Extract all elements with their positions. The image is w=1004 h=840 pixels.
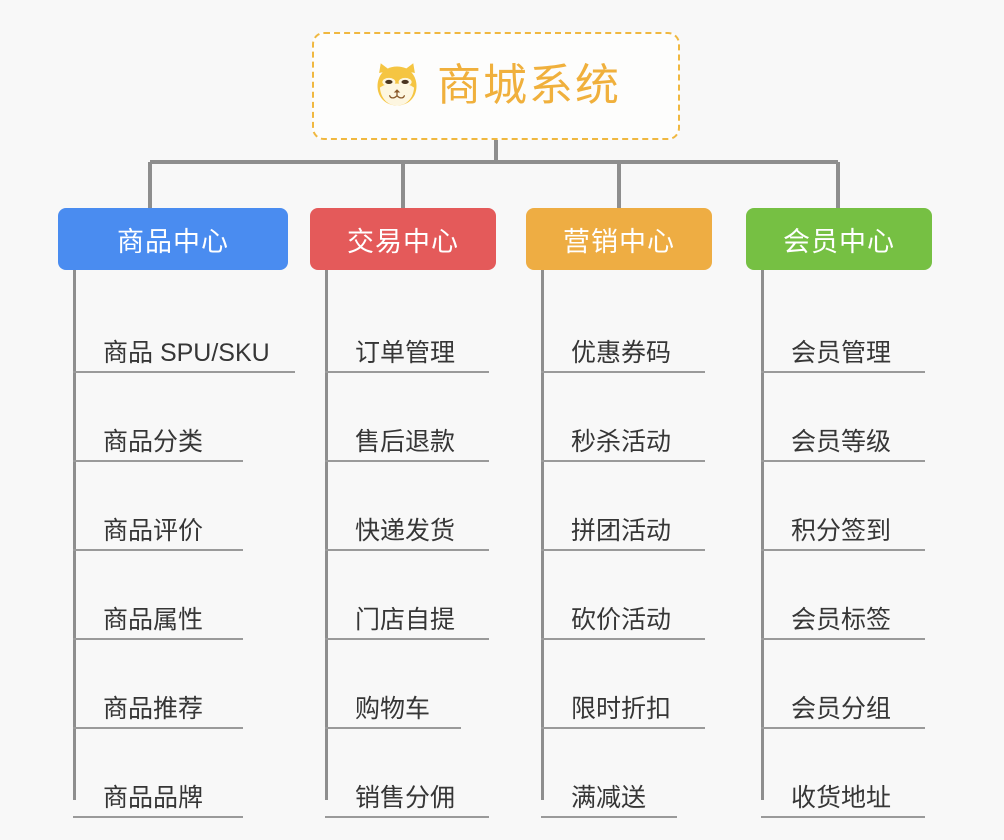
leaf-item[interactable]: 商品品牌	[58, 729, 288, 818]
shiba-dog-icon	[377, 63, 417, 106]
leaf-item-label: 拼团活动	[571, 516, 672, 545]
leaf-item[interactable]: 会员分组	[746, 640, 932, 729]
leaf-item[interactable]: 商品 SPU/SKU	[58, 284, 295, 373]
leaf-item-label: 限时折扣	[571, 694, 672, 723]
leaf-item-underline	[541, 371, 705, 373]
leaf-item-label: 商品分类	[103, 427, 204, 456]
leaf-item-underline	[761, 638, 925, 640]
leaf-item[interactable]: 会员等级	[746, 373, 932, 462]
leaf-item[interactable]: 秒杀活动	[526, 373, 712, 462]
leaf-item[interactable]: 商品分类	[58, 373, 288, 462]
leaf-item-label: 商品评价	[103, 516, 204, 545]
branch-item-list: 订单管理售后退款快递发货门店自提购物车销售分佣	[310, 270, 496, 818]
leaf-item-underline	[325, 371, 489, 373]
branch-header[interactable]: 商品中心	[58, 208, 288, 270]
leaf-item[interactable]: 快递发货	[310, 462, 496, 551]
leaf-item-underline	[761, 460, 925, 462]
leaf-item[interactable]: 积分签到	[746, 462, 932, 551]
leaf-item-underline	[325, 816, 489, 818]
leaf-item-label: 售后退款	[355, 427, 456, 456]
leaf-item[interactable]: 会员管理	[746, 284, 932, 373]
leaf-item-label: 收货地址	[791, 783, 892, 812]
leaf-item[interactable]: 售后退款	[310, 373, 496, 462]
leaf-item[interactable]: 门店自提	[310, 551, 496, 640]
leaf-item-label: 秒杀活动	[571, 427, 672, 456]
leaf-item-underline	[73, 460, 243, 462]
leaf-item-underline	[73, 727, 243, 729]
leaf-item-underline	[761, 371, 925, 373]
leaf-item[interactable]: 商品评价	[58, 462, 288, 551]
branch-trunk-line	[541, 270, 544, 800]
leaf-item[interactable]: 销售分佣	[310, 729, 496, 818]
leaf-item-label: 砍价活动	[571, 605, 672, 634]
branch-column-3: 营销中心优惠券码秒杀活动拼团活动砍价活动限时折扣满减送	[526, 208, 712, 818]
leaf-item-underline	[73, 638, 243, 640]
leaf-item[interactable]: 拼团活动	[526, 462, 712, 551]
leaf-item-underline	[761, 816, 925, 818]
root-title: 商城系统	[437, 61, 621, 110]
branch-column-4: 会员中心会员管理会员等级积分签到会员标签会员分组收货地址	[746, 208, 932, 818]
leaf-item-underline	[761, 727, 925, 729]
leaf-item-label: 会员标签	[791, 605, 892, 634]
leaf-item-underline	[73, 816, 243, 818]
leaf-item-label: 满减送	[571, 783, 647, 812]
leaf-item[interactable]: 商品属性	[58, 551, 288, 640]
leaf-item-underline	[325, 460, 489, 462]
branch-item-list: 会员管理会员等级积分签到会员标签会员分组收货地址	[746, 270, 932, 818]
leaf-item-label: 商品推荐	[103, 694, 204, 723]
leaf-item-label: 积分签到	[791, 516, 892, 545]
leaf-item-label: 商品品牌	[103, 783, 204, 812]
branch-trunk-line	[73, 270, 76, 800]
leaf-item-underline	[541, 549, 705, 551]
leaf-item-label: 购物车	[355, 694, 431, 723]
leaf-item-label: 门店自提	[355, 605, 456, 634]
branch-trunk-line	[325, 270, 328, 800]
leaf-item[interactable]: 会员标签	[746, 551, 932, 640]
leaf-item-label: 订单管理	[355, 338, 456, 367]
leaf-item-label: 会员等级	[791, 427, 892, 456]
leaf-item-label: 优惠券码	[571, 338, 672, 367]
leaf-item-label: 商品属性	[103, 605, 204, 634]
leaf-item-label: 销售分佣	[355, 783, 456, 812]
leaf-item[interactable]: 商品推荐	[58, 640, 288, 729]
leaf-item-underline	[541, 638, 705, 640]
branch-header[interactable]: 交易中心	[310, 208, 496, 270]
leaf-item-label: 快递发货	[355, 516, 456, 545]
branch-trunk-line	[761, 270, 764, 800]
branch-column-2: 交易中心订单管理售后退款快递发货门店自提购物车销售分佣	[310, 208, 496, 818]
leaf-item-underline	[73, 371, 295, 373]
leaf-item-underline	[325, 727, 461, 729]
leaf-item-label: 商品 SPU/SKU	[103, 338, 270, 367]
leaf-item-label: 会员分组	[791, 694, 892, 723]
leaf-item[interactable]: 满减送	[526, 729, 712, 818]
leaf-item[interactable]: 购物车	[310, 640, 496, 729]
leaf-item-underline	[541, 460, 705, 462]
leaf-item[interactable]: 限时折扣	[526, 640, 712, 729]
leaf-item-underline	[541, 816, 677, 818]
leaf-item[interactable]: 收货地址	[746, 729, 932, 818]
branch-item-list: 优惠券码秒杀活动拼团活动砍价活动限时折扣满减送	[526, 270, 712, 818]
root-node[interactable]: 商城系统	[312, 32, 680, 140]
leaf-item[interactable]: 砍价活动	[526, 551, 712, 640]
branch-column-1: 商品中心商品 SPU/SKU 商品分类商品评价商品属性商品推荐商品品牌	[58, 208, 295, 818]
leaf-item-label: 会员管理	[791, 338, 892, 367]
leaf-item-underline	[73, 549, 243, 551]
leaf-item-underline	[761, 549, 925, 551]
leaf-item-underline	[325, 638, 489, 640]
leaf-item[interactable]: 订单管理	[310, 284, 496, 373]
branch-item-list: 商品 SPU/SKU 商品分类商品评价商品属性商品推荐商品品牌	[58, 270, 295, 818]
leaf-item[interactable]: 优惠券码	[526, 284, 712, 373]
leaf-item-underline	[541, 727, 705, 729]
branch-header[interactable]: 营销中心	[526, 208, 712, 270]
leaf-item-underline	[325, 549, 489, 551]
branch-header[interactable]: 会员中心	[746, 208, 932, 270]
